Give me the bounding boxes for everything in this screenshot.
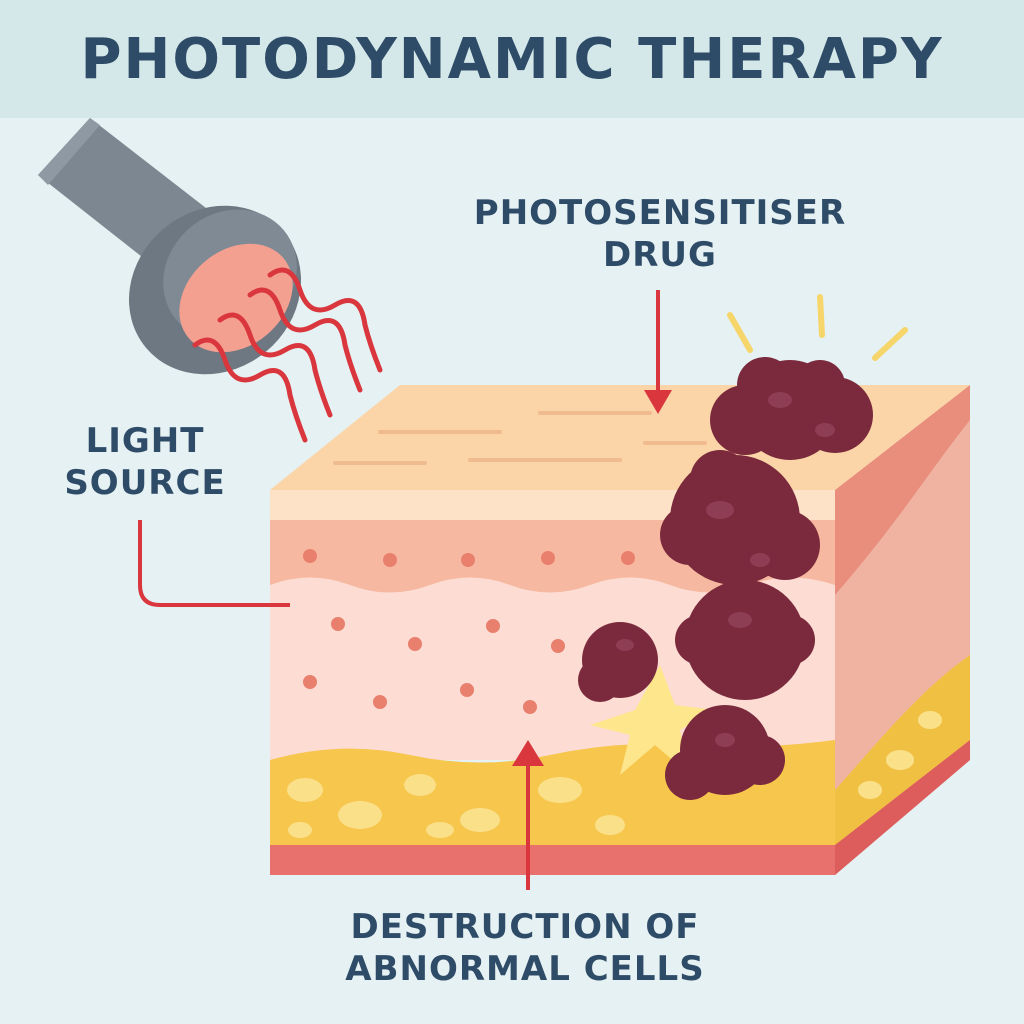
label-line: ABNORMAL CELLS bbox=[345, 949, 705, 989]
page-title: PHOTODYNAMIC THERAPY bbox=[80, 26, 944, 92]
light-source-pointer bbox=[138, 520, 290, 607]
light-source-icon bbox=[38, 118, 302, 375]
label-line: LIGHT bbox=[85, 421, 205, 461]
drug-arrow bbox=[644, 290, 672, 414]
photosensitiser-drug-label: PHOTOSENSITISER DRUG bbox=[470, 192, 850, 276]
light-waves bbox=[192, 267, 383, 443]
destruction-arrow bbox=[512, 740, 544, 890]
header-band: PHOTODYNAMIC THERAPY bbox=[0, 0, 1024, 118]
label-line: SOURCE bbox=[64, 463, 226, 503]
abnormal-cells bbox=[578, 357, 873, 800]
light-source-label: LIGHT SOURCE bbox=[50, 420, 240, 504]
destruction-label: DESTRUCTION OF ABNORMAL CELLS bbox=[320, 906, 730, 990]
label-line: PHOTOSENSITISER bbox=[473, 193, 847, 233]
spark-lines bbox=[727, 294, 908, 361]
label-line: DESTRUCTION OF bbox=[350, 907, 700, 947]
label-line: DRUG bbox=[603, 235, 717, 275]
